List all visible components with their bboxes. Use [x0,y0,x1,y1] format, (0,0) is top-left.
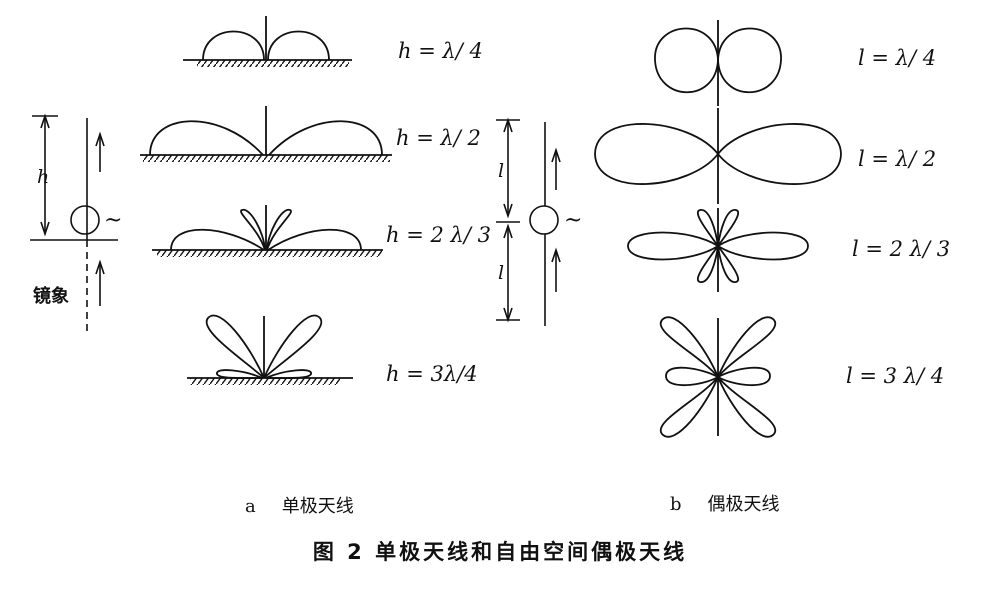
upper-lobe-left [205,314,265,379]
monopole-label-two-thirds: h = 2 λ/ 3 [386,223,491,247]
monopole-label-quarter: h = λ/ 4 [398,39,483,63]
current-arrow-lower-head [551,247,561,263]
subcaption-a-title: 单极天线 [281,496,354,517]
dipole-label-two-thirds: l = 2 λ/ 3 [852,237,951,261]
current-arrow-upper-head [551,147,561,163]
upper-lobe-right [266,209,292,251]
upper-lobe-left [659,316,719,378]
figure-caption: 图 2 单极天线和自由空间偶极天线 [312,540,688,564]
lobe-right [716,123,842,185]
dim-arrow-upper-bottom [503,203,513,219]
lobe-right [268,120,383,156]
upper-lobe-right [717,209,739,247]
upper-lobe-left [240,209,266,251]
source-circle [529,205,559,235]
upper-lobe-right [263,314,323,379]
side-lobe-right [716,231,809,261]
side-lobe-right [267,228,362,251]
current-arrow-up-head [95,131,105,147]
dim-arrow-lower-top [503,223,513,239]
lobe-right [717,27,782,94]
side-lobe-left [627,231,720,261]
lobe-left [202,30,265,61]
subcaption-a: a 单极天线 [245,492,354,518]
monopole-label-half: h = λ/ 2 [396,126,481,150]
dipole-schematic [496,117,561,326]
mirror-image-label: 镜象 [33,286,69,307]
side-lobe-left [665,366,720,387]
ground-hatch [190,378,340,385]
dim-arrow-bottom [40,221,50,237]
dipole-pattern-half [594,108,842,204]
dipole-pattern-two-thirds [627,208,809,292]
length-variable-lower: l [498,262,505,284]
height-variable-label: h [37,166,50,188]
dim-arrow-top [40,113,50,129]
image-current-arrow-head [95,259,105,275]
monopole-pattern-half [140,106,392,162]
side-lobe-right [716,366,771,387]
lobe-left [654,27,719,94]
ground-hatch [197,60,349,67]
subcaption-b-title: 偶极天线 [707,494,780,515]
dim-arrow-upper-top [503,117,513,133]
lobe-left [594,123,720,185]
lower-lobe-left [697,245,719,283]
ground-hatch [143,155,390,162]
dipole-label-quarter: l = λ/ 4 [858,46,937,70]
monopole-pattern-quarter [183,16,352,67]
side-lobe-left [170,228,265,251]
monopole-schematic [30,113,118,333]
upper-lobe-right [717,316,777,378]
monopole-pattern-three-quarters [187,314,353,385]
monopole-pattern-two-thirds [152,205,383,257]
source-tilde-right: ~ [564,208,583,233]
upper-lobe-left [697,209,719,247]
side-lobe-left [216,369,263,379]
dipole-pattern-quarter [654,20,782,106]
side-lobe-right [265,369,312,379]
lobe-left [149,120,264,156]
dipole-label-three-quarters: l = 3 λ/ 4 [846,364,945,388]
subcaption-b: b 偶极天线 [670,490,780,516]
source-circle [70,205,100,235]
lower-lobe-left [659,376,719,438]
subcaption-a-letter: a [245,496,256,517]
source-tilde-left: ~ [104,208,123,233]
dipole-label-half: l = λ/ 2 [858,147,937,171]
lower-lobe-right [717,245,739,283]
ground-hatch [157,250,382,257]
subcaption-b-letter: b [670,494,682,515]
length-variable-upper: l [498,160,505,182]
monopole-label-three-quarters: h = 3λ/4 [386,362,478,386]
lower-lobe-right [717,376,777,438]
lobe-right [267,30,330,61]
dipole-pattern-three-quarters [659,316,777,438]
